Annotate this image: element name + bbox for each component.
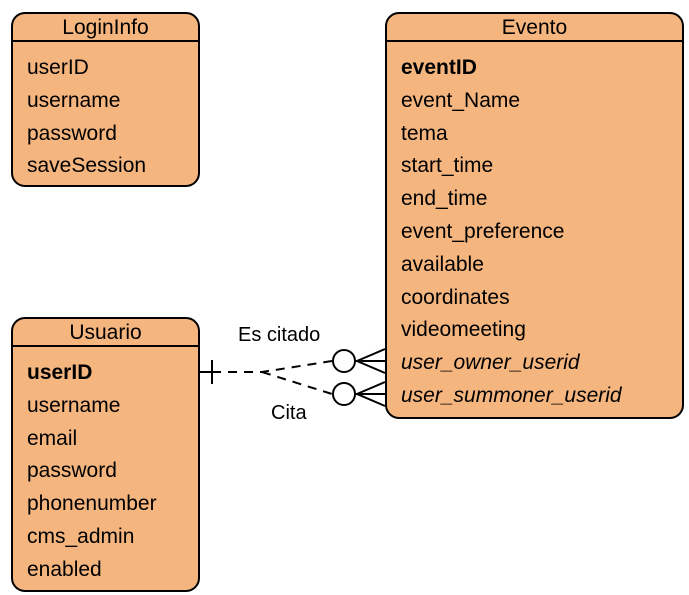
evento-field-coordinates: coordinates	[401, 285, 510, 309]
logininfo-entity[interactable]: LoginInfo userID username password saveS…	[11, 12, 200, 187]
es-citado-zero-marker	[332, 349, 356, 373]
logininfo-field-username: username	[27, 88, 121, 112]
evento-field-user-owner-userid: user_owner_userid	[401, 351, 580, 375]
usuario-field-enabled: enabled	[27, 557, 102, 581]
usuario-field-username: username	[27, 393, 121, 417]
usuario-entity[interactable]: Usuario userID username email password p…	[11, 317, 200, 592]
logininfo-fields: userID username password saveSession	[13, 42, 198, 183]
logininfo-field-userid: userID	[27, 56, 89, 79]
usuario-field-cms-admin: cms_admin	[27, 524, 135, 548]
evento-field-event-preference: event_preference	[401, 219, 565, 243]
evento-fields: eventID event_Name tema start_time end_t…	[387, 42, 682, 413]
evento-field-tema: tema	[401, 121, 448, 145]
cita-line[interactable]	[261, 371, 333, 395]
logininfo-title: LoginInfo	[13, 14, 198, 42]
logininfo-field-password: password	[27, 121, 117, 145]
cita-label: Cita	[271, 402, 307, 424]
cita-zero-marker	[332, 382, 356, 406]
usuario-field-phonenumber: phonenumber	[27, 492, 157, 516]
cita-crowfoot	[354, 381, 386, 407]
usuario-field-userid: userID	[27, 361, 93, 384]
evento-field-user-summoner-userid: user_summoner_userid	[401, 383, 622, 407]
evento-title: Evento	[387, 14, 682, 42]
es-citado-label: Es citado	[238, 324, 321, 346]
usuario-title: Usuario	[13, 319, 198, 347]
evento-field-available: available	[401, 252, 484, 276]
logininfo-field-savesession: saveSession	[27, 154, 147, 178]
usuario-fields: userID username email password phonenumb…	[13, 347, 198, 587]
evento-entity[interactable]: Evento eventID event_Name tema start_tim…	[385, 12, 684, 419]
es-citado-crowfoot	[354, 348, 386, 374]
evento-field-eventid: eventID	[401, 56, 477, 79]
usuario-field-password: password	[27, 459, 117, 483]
evento-field-start-time: start_time	[401, 154, 494, 178]
usuario-field-email: email	[27, 426, 78, 450]
evento-field-end-time: end_time	[401, 187, 488, 211]
evento-field-event-name: event_Name	[401, 88, 521, 112]
es-citado-line[interactable]	[212, 360, 333, 373]
evento-field-videomeeting: videomeeting	[401, 318, 526, 342]
